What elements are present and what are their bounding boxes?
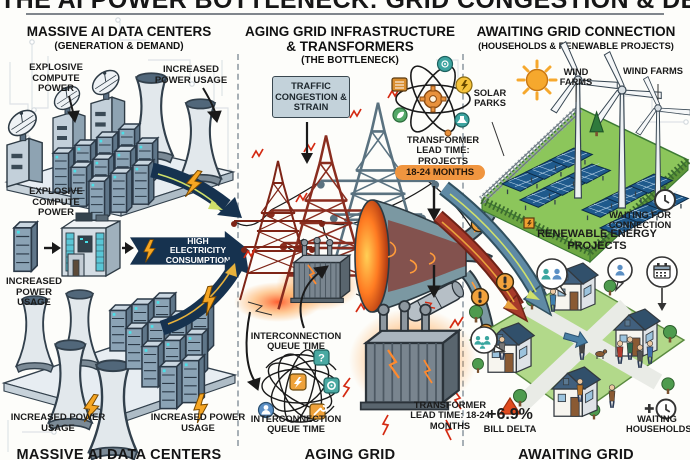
question-glyph: ? — [318, 353, 325, 365]
traffic-congestion-label-box: TRAFFIC CONGESTION & STRAIN — [272, 76, 350, 119]
panel-header-connection: AWAITING GRID CONNECTION (HOUSEHOLDS & R… — [466, 24, 686, 51]
label-leader-lines — [491, 82, 659, 157]
header-text: MASSIVE AI DATA CENTERS — [26, 24, 212, 39]
label-increased-power-usage-bottom-left: INCREASED POWER USAGE — [10, 412, 106, 434]
renewables-field-scene — [478, 39, 690, 264]
panel-header-grid: AGING GRID INFRASTRUCTURE & TRANSFORMERS… — [240, 24, 460, 67]
road-direction-arrow — [562, 330, 589, 349]
waiting-plus-clock-icon — [644, 398, 677, 420]
subheader-text: (GENERATION & DEMAND) — [54, 40, 184, 52]
dog-icon — [595, 349, 608, 359]
datacenter-building-icon — [59, 212, 121, 278]
header-text: AWAITING GRID CONNECTION — [476, 24, 676, 39]
calendar-icon — [646, 256, 678, 311]
gear-icon — [419, 85, 447, 113]
person-circle-icon — [257, 401, 275, 419]
label-interconnection-queue-mid: INTERCONNECTION QUEUE TIME — [250, 331, 342, 352]
congestion-delivery-arrows — [433, 181, 553, 323]
page-title: THE AI POWER BOTTLENECK: GRID CONGESTION… — [0, 0, 690, 14]
panel-footer-connection: AWAITING GRID CONNECTION — [518, 447, 634, 460]
wrench-square-icon — [309, 403, 327, 420]
label-solar-parks: SOLAR PARKS — [473, 88, 507, 109]
sun-icon — [516, 59, 558, 101]
lead-time-months-badge: 18-24 MONTHS — [395, 165, 485, 180]
clock-icon — [654, 189, 676, 211]
label-wind-farms-right: WIND FARMS — [623, 66, 683, 76]
label-interconnection-queue-bottom: INTERCONNECTION QUEUE TIME — [250, 414, 342, 435]
panel-footer-grid: AGING GRID INFRASTRUCTURE — [304, 447, 396, 460]
queue-pointer-arrows — [245, 265, 329, 391]
label-increased-power-usage-bottom-right: INCREASED POWER USAGE — [150, 412, 246, 434]
label-transformer-lead-time-top: TRANSFORMER LEAD TIME: PROJECTS — [406, 135, 480, 166]
label-increased-power-usage-top: INCREASED POWER USAGE — [154, 64, 228, 86]
label-explosive-compute-power-mid: EXPLOSIVE COMPUTE POWER — [29, 186, 83, 219]
subheader-text: (THE BOTTLENECK) — [301, 55, 399, 67]
speech-bubble-icon — [470, 257, 633, 354]
warning-badge-icon — [470, 287, 490, 307]
datacenter-bottom-scene — [1, 289, 238, 460]
subheader-text: (HOUSEHOLDS & RENEWABLE PROJECTS) — [478, 40, 674, 51]
bill-increase-triangle-icon — [498, 396, 522, 415]
panel-footer-datacenters: MASSIVE AI DATA CENTERS — [16, 447, 222, 460]
datacenter-mid-scene — [13, 212, 134, 278]
leaf-circle-icon — [392, 107, 408, 123]
question-square-icon: ? — [313, 349, 330, 366]
grid-bottleneck-scene — [231, 88, 496, 441]
voltage-warning-plate-icon — [523, 217, 535, 229]
traffic-box-arrow — [301, 122, 313, 164]
label-pointer-arrows — [67, 87, 222, 124]
transformer-supply-atom-diagram — [391, 55, 473, 137]
bolt-circle-icon — [455, 76, 473, 94]
stat-bill-delta-label: BILL DELTA — [483, 424, 537, 434]
label-explosive-compute-power-top: EXPLOSIVE COMPUTE POWER — [29, 62, 83, 95]
small-server-icon — [13, 221, 38, 273]
label-waiting-for-connection: WAITING FOR CONNECTION — [608, 210, 672, 231]
label-transformer-lead-time-bottom: TRANSFORMER LEAD TIME: 18-24 MONTHS — [410, 400, 490, 431]
caption-renewable-energy-projects: RENEWABLE ENERGY PROJECTS — [537, 228, 657, 253]
large-transformer-icon — [359, 280, 465, 411]
panel-header-datacenters: MASSIVE AI DATA CENTERS (GENERATION & DE… — [8, 24, 230, 52]
label-waiting-households: WAITING HOUSEHOLDS — [626, 414, 690, 435]
title-rule — [26, 13, 664, 15]
science-circle-icon — [436, 55, 454, 73]
down-arrows — [427, 186, 441, 299]
power-flow-arrows — [150, 162, 249, 336]
warning-badge-icon — [495, 272, 515, 292]
waiting-neighborhood-scene — [468, 256, 686, 420]
header-text: AGING GRID INFRASTRUCTURE & TRANSFORMERS — [245, 24, 455, 54]
gear-square-icon — [323, 377, 340, 394]
bolt-square-icon — [289, 373, 307, 391]
checklist-icon — [391, 77, 408, 92]
banner-label: HIGH ELECTRICITY CONSUMPTION — [165, 235, 231, 265]
flask-circle-icon — [454, 112, 470, 128]
label-increased-power-usage-mid: INCREASED POWER USAGE — [6, 276, 62, 309]
stat-bill-delta-value: +6.9% — [487, 406, 533, 423]
fence-icon — [478, 103, 690, 256]
label-wind-farms-left: WIND FARMS — [559, 67, 593, 88]
interconnection-queue-tangle: ? — [257, 349, 340, 423]
